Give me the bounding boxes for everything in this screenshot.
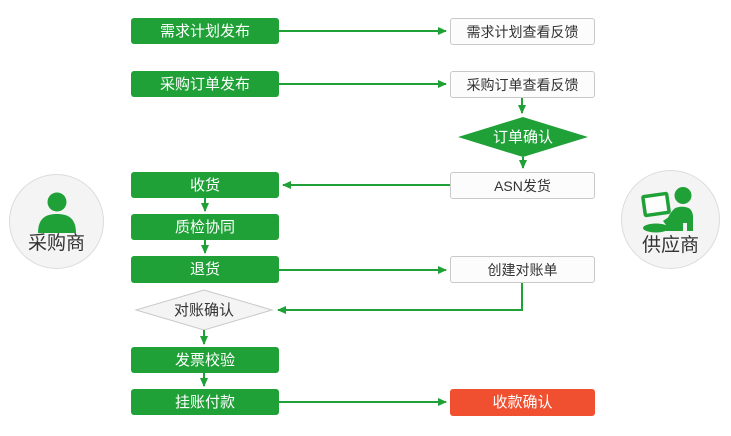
node-demand-plan-feedback: 需求计划查看反馈 xyxy=(450,18,595,45)
node-po-publish: 采购订单发布 xyxy=(131,71,279,97)
node-demand-plan-publish: 需求计划发布 xyxy=(131,18,279,44)
decision-order-confirm-label: 订单确认 xyxy=(492,128,553,146)
node-create-statement: 创建对账单 xyxy=(450,256,595,283)
node-quality-collab: 质检协同 xyxy=(131,214,279,240)
node-receive-goods: 收货 xyxy=(131,172,279,198)
arrow-statement-to-confirm xyxy=(277,283,523,314)
node-payment-confirm: 收款确认 xyxy=(450,389,595,416)
decision-statement-confirm-label: 对账确认 xyxy=(173,301,234,319)
supplier-laptop-person-icon xyxy=(640,186,693,232)
node-return-goods: 退货 xyxy=(131,256,279,283)
buyer-person-icon xyxy=(37,192,76,233)
actor-supplier: 供应商 xyxy=(621,170,720,269)
node-book-payment: 挂账付款 xyxy=(131,389,279,415)
node-po-feedback: 采购订单查看反馈 xyxy=(450,71,595,98)
node-invoice-verify: 发票校验 xyxy=(131,347,279,373)
node-asn-ship: ASN发货 xyxy=(450,172,595,199)
actor-supplier-label: 供应商 xyxy=(641,234,699,256)
actor-buyer: 采购商 xyxy=(9,174,104,269)
actor-buyer-label: 采购商 xyxy=(27,232,85,254)
